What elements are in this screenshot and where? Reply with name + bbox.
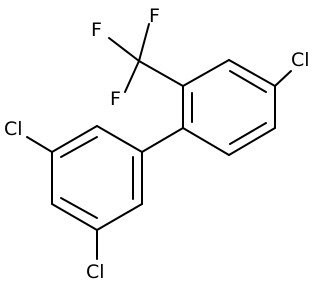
atom-label-f1: F xyxy=(91,19,102,41)
bond xyxy=(108,37,140,62)
bond xyxy=(274,70,292,87)
double-bond-inner xyxy=(229,70,267,93)
atom-label-cl-left: Cl xyxy=(4,118,23,140)
double-bond-inner xyxy=(60,136,98,158)
bond xyxy=(96,125,143,153)
bond xyxy=(96,203,143,231)
bond xyxy=(51,203,98,231)
double-bond-inner xyxy=(229,122,267,145)
biaryl-bond xyxy=(141,127,184,153)
bond xyxy=(26,136,53,153)
atom-label-cl-top-right: Cl xyxy=(291,49,310,71)
bond xyxy=(228,59,276,87)
atom-label-f3: F xyxy=(110,88,121,110)
trifluoromethyl-group: F F F xyxy=(91,5,184,110)
atom-label-f2: F xyxy=(149,5,160,27)
bond xyxy=(182,59,230,87)
bond xyxy=(51,125,98,153)
bond xyxy=(124,60,140,93)
ring-trifluoromethyl-chlorophenyl xyxy=(182,59,276,156)
bond xyxy=(138,60,184,87)
bond xyxy=(228,127,276,156)
bond xyxy=(182,127,230,156)
double-bond-inner xyxy=(60,197,98,219)
ring-dichlorophenyl xyxy=(51,125,143,231)
atom-label-cl-bottom: Cl xyxy=(86,261,105,283)
bond xyxy=(138,23,150,62)
